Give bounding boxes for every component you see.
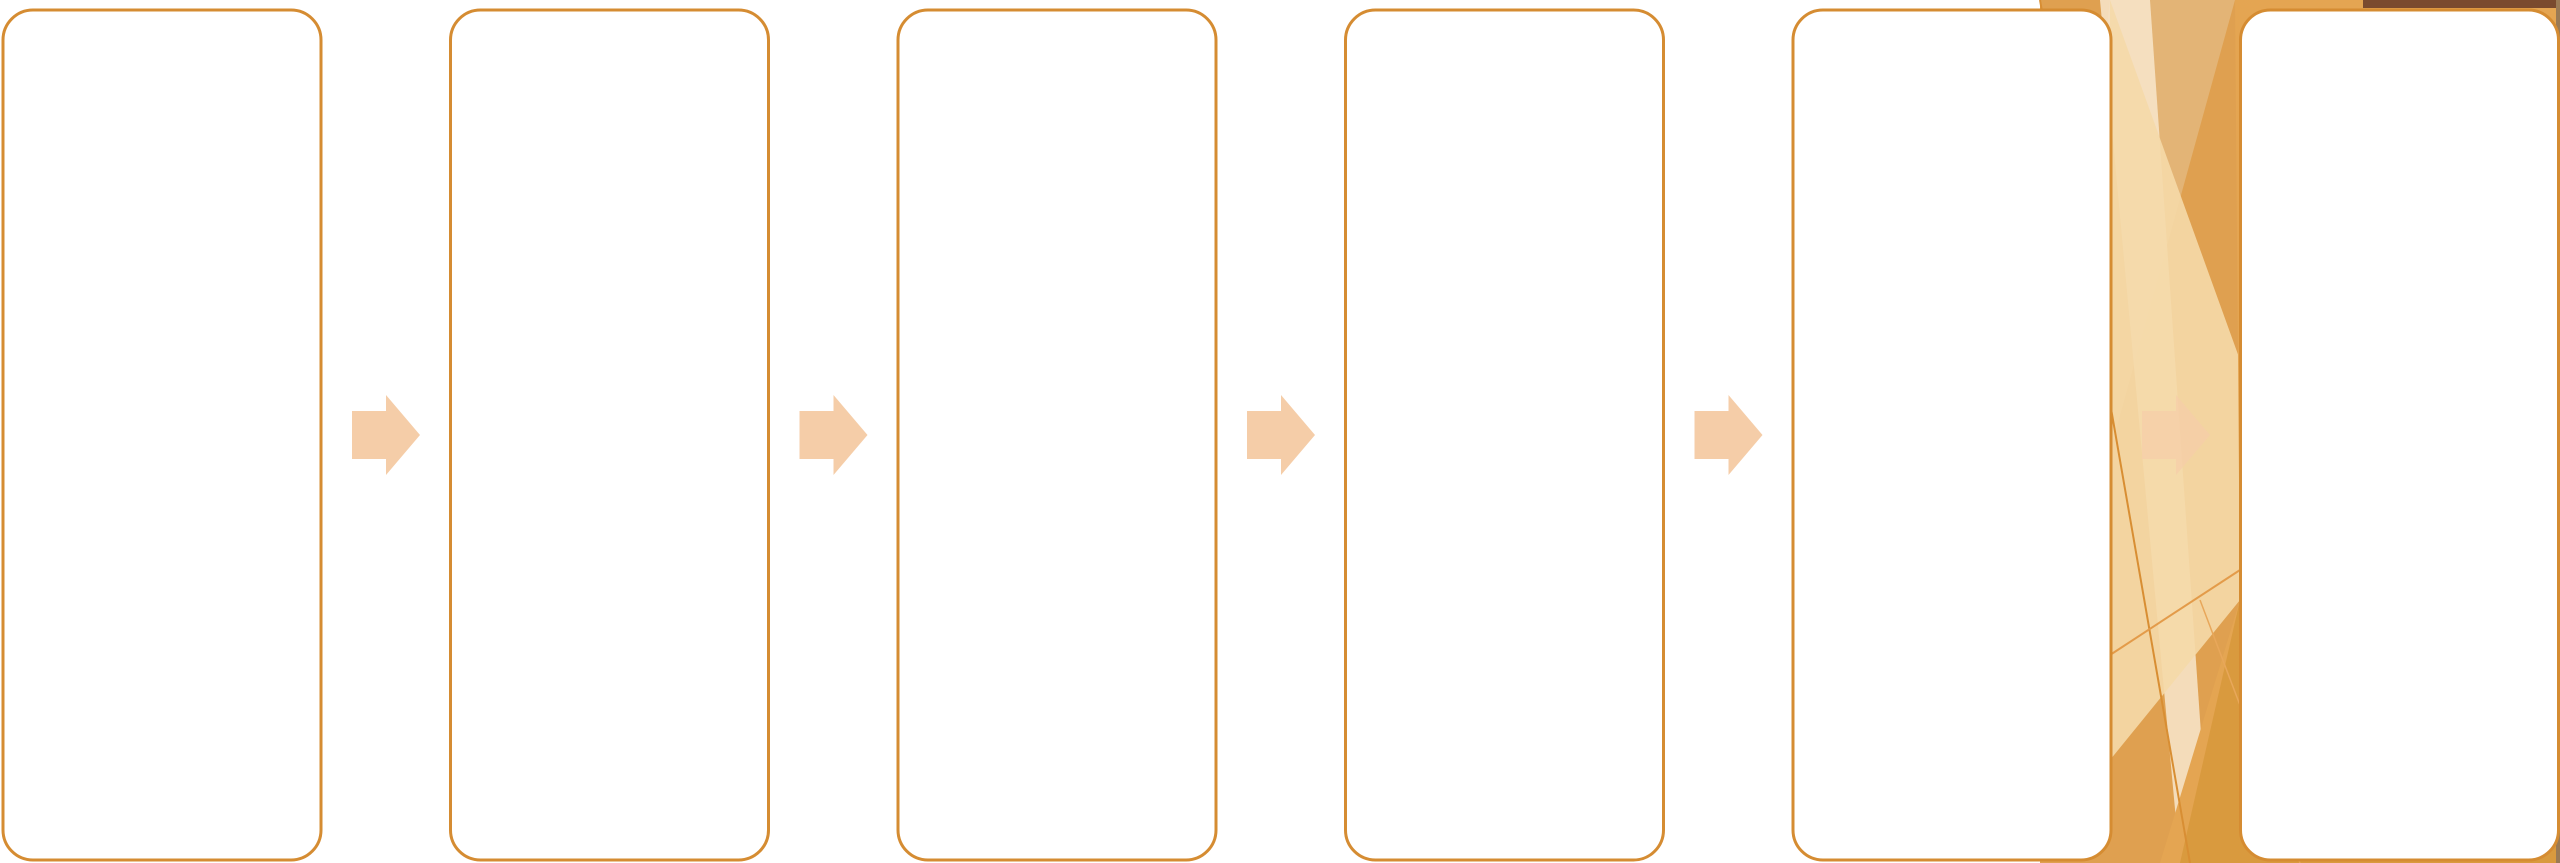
flow-arrow-3 (1247, 395, 1315, 475)
flow-arrow-1 (352, 395, 420, 475)
flow-arrow-2 (800, 395, 868, 475)
process-box-3 (898, 10, 1216, 860)
process-box-4 (1346, 10, 1664, 860)
process-box-2 (451, 10, 769, 860)
flow-arrow-5 (2142, 395, 2210, 475)
flow-arrow-4 (1695, 395, 1763, 475)
process-box-6 (2241, 10, 2559, 860)
process-box-5 (1793, 10, 2111, 860)
process-box-1 (3, 10, 321, 860)
